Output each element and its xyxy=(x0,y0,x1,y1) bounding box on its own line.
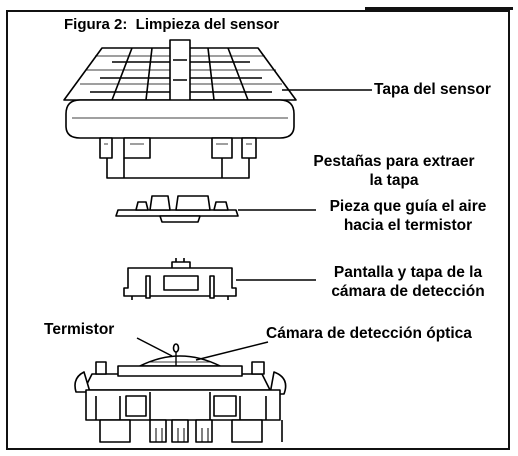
screen-cover-label-line2: cámara de detección xyxy=(331,283,485,300)
air-guide-illustration xyxy=(115,195,239,223)
tabs-label-line2: la tapa xyxy=(369,172,419,189)
top-rule xyxy=(365,7,513,10)
thermistor-text: Termistor xyxy=(44,321,115,338)
optical-chamber-text: Cámara de detección óptica xyxy=(266,325,472,342)
thermistor-label: Termistor xyxy=(44,320,114,339)
sensor-cover-label: Tapa del sensor xyxy=(374,80,491,99)
air-guide-label: Pieza que guía el aire hacia el termisto… xyxy=(312,197,504,235)
screen-cover-label: Pantalla y tapa de la cámara de detecció… xyxy=(316,263,500,301)
optical-chamber-label: Cámara de detección óptica xyxy=(266,324,472,343)
tabs-label-line1: Pestañas para extraer xyxy=(313,153,475,170)
leader-lines xyxy=(136,89,372,361)
air-guide-label-line1: Pieza que guía el aire xyxy=(329,198,487,215)
sensor-cover-illustration xyxy=(63,39,297,159)
leader-thermistor xyxy=(136,337,173,357)
optical-chamber-illustration xyxy=(74,343,287,443)
screen-cover-label-line1: Pantalla y tapa de la xyxy=(333,264,483,281)
air-guide-label-line2: hacia el termistor xyxy=(343,217,473,234)
tabs-bracket xyxy=(106,158,250,179)
leader-optical-chamber xyxy=(195,341,269,361)
screen-cover-illustration xyxy=(123,258,237,300)
sensor-cover-text: Tapa del sensor xyxy=(374,81,491,98)
figure-title: Figura 2: Limpieza del sensor xyxy=(64,16,280,33)
tabs-label: Pestañas para extraer la tapa xyxy=(302,152,486,190)
figure-frame xyxy=(6,10,510,450)
